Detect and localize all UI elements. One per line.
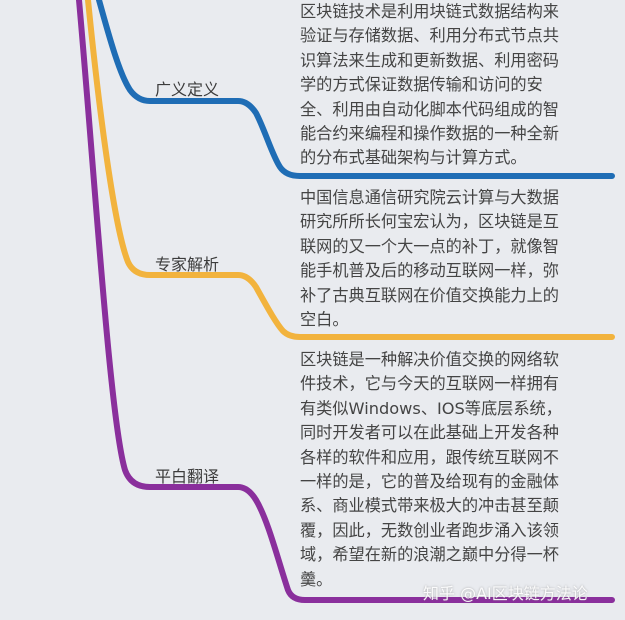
branch-text-2: 中国信息通信研究院云计算与大数据 研究所所长何宝宏认为，区块链是互 联网的又一个… (300, 186, 618, 332)
text-line: 空白。 (300, 310, 349, 330)
text-line: 学的方式保证数据传输和访问的安 (300, 75, 543, 95)
text-line: 同时开发者可以在此基础上开发各种 (300, 423, 559, 443)
branch-line-2 (85, 0, 615, 340)
branch-line-3 (76, 0, 615, 603)
branch-label-3[interactable]: 平白翻译 (155, 467, 220, 486)
text-line: 全、利用由自动化脚本代码组成的智 (300, 99, 559, 119)
branch-label-2[interactable]: 专家解析 (155, 255, 220, 274)
text-line: 补了古典互联网在价值交换能力上的 (300, 285, 559, 305)
text-line: 研究所所长何宝宏认为，区块链是互 (300, 212, 559, 232)
text-line: 中国信息通信研究院云计算与大数据 (300, 188, 559, 207)
text-line: 件技术，它与今天的互联网一样拥有 (300, 374, 559, 394)
text-line: 域，希望在新的浪潮之巅中分得一杯 (300, 545, 559, 565)
branch-text-3: 区块链是一种解决价值交换的网络软 件技术，它与今天的互联网一样拥有 有类似Win… (300, 348, 618, 592)
branch-text-1: 区块链技术是利用块链式数据结构来 验证与存储数据、利用分布式节点共 识算法来生成… (300, 0, 618, 171)
text-line: 有类似Windows、IOS等底层系统， (300, 398, 562, 418)
text-line: 验证与存储数据、利用分布式节点共 (300, 26, 559, 46)
text-line: 区块链技术是利用块链式数据结构来 (300, 2, 559, 21)
text-line: 能手机普及后的移动互联网一样，弥 (300, 261, 559, 281)
text-line: 各样的软件和应用，跟传统互联网不 (300, 447, 559, 467)
text-line: 羹。 (300, 569, 333, 589)
text-line: 覆，因此，无数创业者跑步涌入该领 (300, 520, 559, 540)
text-line: 的分布式基础架构与计算方式。 (300, 148, 527, 168)
text-line: 一样的是，它的普及给现有的金融体 (300, 472, 559, 492)
branch-line-1 (96, 0, 615, 179)
text-line: 区块链是一种解决价值交换的网络软 (300, 350, 559, 369)
watermark: 知乎 @AI区块链方法论 (423, 584, 588, 603)
text-line: 能合约来编程和操作数据的一种全新 (300, 124, 559, 144)
text-line: 系、商业模式带来极大的冲击甚至颠 (300, 496, 559, 516)
text-line: 识算法来生成和更新数据、利用密码 (300, 50, 559, 70)
text-line: 联网的又一个大一点的补丁，就像智 (300, 236, 559, 256)
branch-label-1[interactable]: 广义定义 (155, 80, 220, 99)
